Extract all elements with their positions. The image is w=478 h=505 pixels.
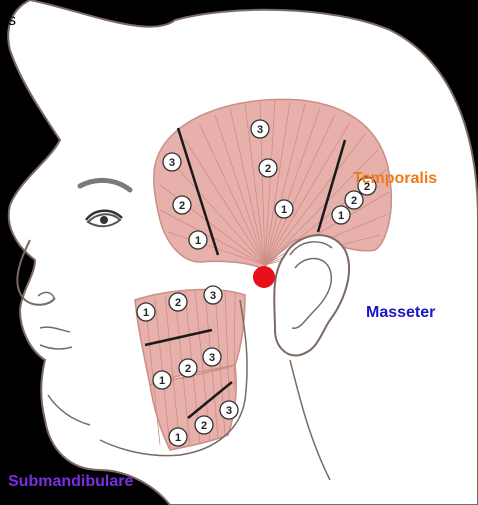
temporalis-marker-3: 2 <box>259 159 277 177</box>
label-masseter: Masseter <box>366 304 435 322</box>
masseter-marker-2: 2 <box>169 293 187 311</box>
tmj-red-dot <box>253 266 275 288</box>
svg-text:1: 1 <box>159 375 165 387</box>
temporalis-marker-7: 1 <box>332 206 350 224</box>
label-submandibulare: Submandibulare <box>8 473 133 491</box>
svg-text:3: 3 <box>257 124 263 136</box>
masseter-marker-3: 3 <box>204 286 222 304</box>
svg-text:3: 3 <box>209 352 215 364</box>
svg-text:2: 2 <box>351 195 357 207</box>
masseter-marker-8: 2 <box>195 416 213 434</box>
svg-text:1: 1 <box>175 432 181 444</box>
masseter-marker-6: 3 <box>203 348 221 366</box>
temporalis-marker-4: 2 <box>173 196 191 214</box>
svg-text:3: 3 <box>169 157 175 169</box>
svg-text:2: 2 <box>265 163 271 175</box>
svg-text:1: 1 <box>281 204 287 216</box>
svg-text:3: 3 <box>210 290 216 302</box>
svg-text:2: 2 <box>201 420 207 432</box>
temporalis-marker-1: 3 <box>251 120 269 138</box>
svg-text:3: 3 <box>226 405 232 417</box>
svg-text:1: 1 <box>143 307 149 319</box>
temporalis-marker-6: 1 <box>189 231 207 249</box>
masseter-marker-5: 2 <box>179 359 197 377</box>
svg-text:2: 2 <box>175 297 181 309</box>
eye-pupil <box>100 216 108 224</box>
masseter-marker-1: 1 <box>137 303 155 321</box>
svg-text:2: 2 <box>185 363 191 375</box>
svg-text:1: 1 <box>195 235 201 247</box>
label-temporalis: Temporalis <box>353 170 437 188</box>
corner-partial-text: ks <box>0 12 16 30</box>
temporalis-marker-2: 3 <box>163 153 181 171</box>
masseter-marker-9: 3 <box>220 401 238 419</box>
svg-text:1: 1 <box>338 210 344 222</box>
masseter-marker-7: 1 <box>169 428 187 446</box>
svg-text:2: 2 <box>179 200 185 212</box>
masseter-marker-4: 1 <box>153 371 171 389</box>
temporalis-marker-8: 2 <box>345 191 363 209</box>
temporalis-marker-5: 1 <box>275 200 293 218</box>
